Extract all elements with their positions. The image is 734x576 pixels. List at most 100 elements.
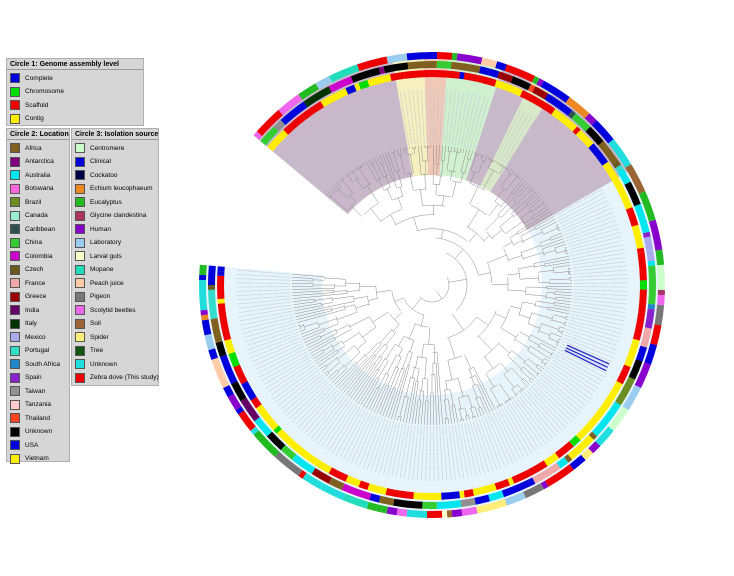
legend-item: Laboratory xyxy=(75,237,121,249)
tree-branch xyxy=(490,388,500,406)
tree-branch xyxy=(448,337,456,359)
ring-location-segment xyxy=(532,86,549,100)
tip-label xyxy=(236,282,291,284)
ring-assembly-segment xyxy=(233,364,248,385)
ring-source-segment xyxy=(441,510,448,518)
legend-item: Canada xyxy=(10,210,48,222)
ring-location-segment xyxy=(341,483,372,501)
legend-swatch xyxy=(10,278,20,288)
ring-assembly-segment xyxy=(354,82,361,92)
ring-source-segment xyxy=(406,509,428,518)
legend-label: USA xyxy=(25,441,39,449)
ring-source-segment xyxy=(540,80,570,103)
tip-label xyxy=(568,231,621,248)
tree-branch xyxy=(314,297,333,301)
tree-branch xyxy=(413,216,418,231)
tip-label xyxy=(304,136,340,178)
tree-branch xyxy=(541,238,565,247)
tip-label xyxy=(265,359,312,389)
tip-label xyxy=(572,252,626,263)
tree-branch xyxy=(357,354,366,364)
tree-branch xyxy=(478,335,493,351)
legend-item: Caribbean xyxy=(10,223,55,235)
tip-label xyxy=(573,298,628,305)
legend-swatch xyxy=(10,372,20,383)
tree-branch xyxy=(334,328,338,334)
tree-branch xyxy=(292,293,348,299)
tree-branch xyxy=(500,174,510,187)
tree-branch xyxy=(345,355,377,396)
legend-item: Glycine clandestina xyxy=(75,210,146,222)
tip-label xyxy=(573,282,628,284)
legend-label: Pigeon xyxy=(90,293,111,300)
tree-branch xyxy=(346,290,360,292)
tree-branch xyxy=(427,400,429,425)
tree-branch xyxy=(347,202,356,210)
tree-branch xyxy=(444,400,447,419)
legend-label: Chromosome xyxy=(25,88,65,95)
ring-source-segment xyxy=(581,448,594,461)
tree-branch xyxy=(372,311,389,323)
ring-assembly-segment xyxy=(290,441,317,464)
tree-branch xyxy=(382,153,393,181)
legend-swatch xyxy=(10,237,20,248)
tip-label xyxy=(436,89,439,144)
tip-label xyxy=(535,381,576,420)
tip-label xyxy=(255,346,305,371)
tree-branch xyxy=(365,386,378,409)
ring-source-segment xyxy=(200,309,208,316)
tree-branch xyxy=(535,300,555,305)
tree-branch xyxy=(394,214,435,226)
legend-item: Italy xyxy=(10,318,37,330)
tip-label xyxy=(272,367,317,400)
tip-label xyxy=(573,292,628,297)
tree-branch xyxy=(336,182,341,188)
tree-branch xyxy=(535,218,556,230)
tree-branch xyxy=(435,237,479,276)
tree-branch xyxy=(539,238,551,244)
tree-branch xyxy=(484,156,488,162)
tree-branch xyxy=(394,150,396,153)
tree-branch xyxy=(527,195,541,207)
tree-branch xyxy=(564,247,567,249)
ring-location-segment xyxy=(571,113,591,132)
ring-assembly-segment xyxy=(228,351,240,368)
tip-label xyxy=(448,425,456,480)
ring-source-segment xyxy=(565,97,590,119)
tip-label xyxy=(395,92,407,146)
tree-branch xyxy=(502,241,513,248)
tree-branch xyxy=(445,378,459,382)
tree-branch xyxy=(337,365,345,372)
ring-assembly-segment xyxy=(283,114,306,135)
ring-source-segment xyxy=(256,109,283,136)
tree-branch xyxy=(444,389,450,391)
ring-assembly-segment xyxy=(602,161,623,189)
tree-branch xyxy=(363,162,365,165)
tree-branch xyxy=(528,339,540,346)
tip-label xyxy=(383,95,398,148)
legend-item: Scaffold xyxy=(10,99,48,111)
tip-label xyxy=(346,412,371,462)
legend-item: Chromosome xyxy=(10,86,64,98)
tree-branch xyxy=(421,343,424,358)
ring-location-segment xyxy=(527,84,536,93)
tree-branch xyxy=(474,151,476,154)
tip-label xyxy=(573,273,628,278)
tree-branch xyxy=(537,364,545,370)
tree-branch xyxy=(516,190,532,205)
tip-label xyxy=(478,99,498,152)
legend-swatch xyxy=(75,278,85,288)
tip-label xyxy=(555,354,603,382)
tree-branch xyxy=(541,323,560,330)
tree-branch xyxy=(384,357,388,361)
ring-location-segment xyxy=(488,490,505,502)
tree-branch xyxy=(357,370,380,405)
ring-source-segment xyxy=(451,509,463,518)
legend-label: Botswana xyxy=(25,185,54,192)
tree-branch xyxy=(509,232,518,238)
tree-branch xyxy=(398,336,405,347)
tree-branch xyxy=(478,408,482,417)
tip-label xyxy=(442,89,448,144)
ring-source-segment xyxy=(536,78,545,87)
tip-label xyxy=(514,125,547,170)
